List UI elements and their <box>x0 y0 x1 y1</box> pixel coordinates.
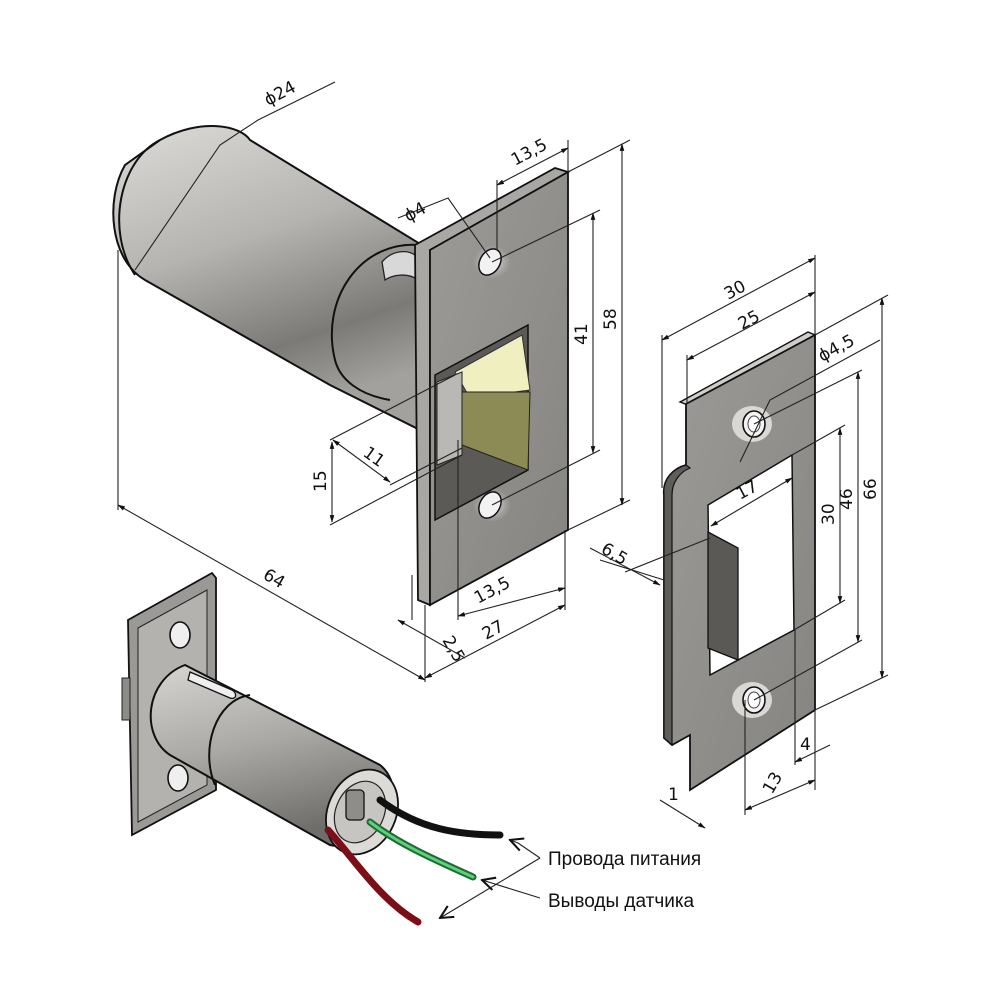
wire-red <box>324 826 422 926</box>
latch-cylinder-step <box>330 243 421 401</box>
dim-total-length: 64 <box>260 565 289 593</box>
wire-black <box>376 796 504 839</box>
dim-faceplate-thickness: 2,5 <box>438 633 469 666</box>
dim-strike-hole-diameter: ϕ4,5 <box>815 331 858 367</box>
latch-cylinder-end-edge <box>118 139 161 276</box>
dim-faceplate-width: 13,5 <box>508 135 551 170</box>
rear-screw-hole-bottom <box>167 764 189 792</box>
sensor-connector <box>345 789 365 821</box>
rear-side-tab <box>121 677 131 721</box>
dim-plate-height: 66 <box>861 478 881 500</box>
rear-screw-hole-top <box>169 621 191 649</box>
dim-hole-spacing: 41 <box>572 323 592 345</box>
dim-tongue-height: 15 <box>311 470 331 492</box>
label-power-wires: Провода питания <box>548 849 701 870</box>
dim-plate-width: 30 <box>721 277 749 305</box>
label-sensor-wires: Выводы датчика <box>548 891 695 912</box>
latch-rear-assembly <box>121 571 504 926</box>
wire-callouts: Провода питания Выводы датчика <box>440 840 701 918</box>
strike-plate-lip <box>663 464 692 747</box>
wire-green-highlight <box>368 820 475 879</box>
dim-faceplate-depth: 27 <box>479 617 507 645</box>
dim-plate-thickness: 1 <box>668 785 679 805</box>
dim-plate-inner-width: 25 <box>735 307 763 335</box>
latch-assembly <box>112 125 571 607</box>
dim-opening-height: 30 <box>819 503 839 525</box>
dim-tongue-projection: 11 <box>359 443 388 472</box>
dim-lip-depth: 6,5 <box>598 539 631 570</box>
dim-faceplate-height: 58 <box>601 308 621 330</box>
strike-screw-hole-bottom <box>732 682 772 718</box>
dim-screw-hole-diameter: ϕ4 <box>401 198 430 226</box>
latch-cylinder-body <box>112 125 431 437</box>
rear-cylinder-slot <box>187 671 237 700</box>
latch-tongue-top <box>454 334 531 399</box>
dim-body-diameter: ϕ24 <box>261 77 299 110</box>
strike-inner-flange <box>707 530 739 661</box>
rear-cylinder-joint <box>208 694 251 786</box>
dim-edge-offset: 4 <box>800 735 811 755</box>
